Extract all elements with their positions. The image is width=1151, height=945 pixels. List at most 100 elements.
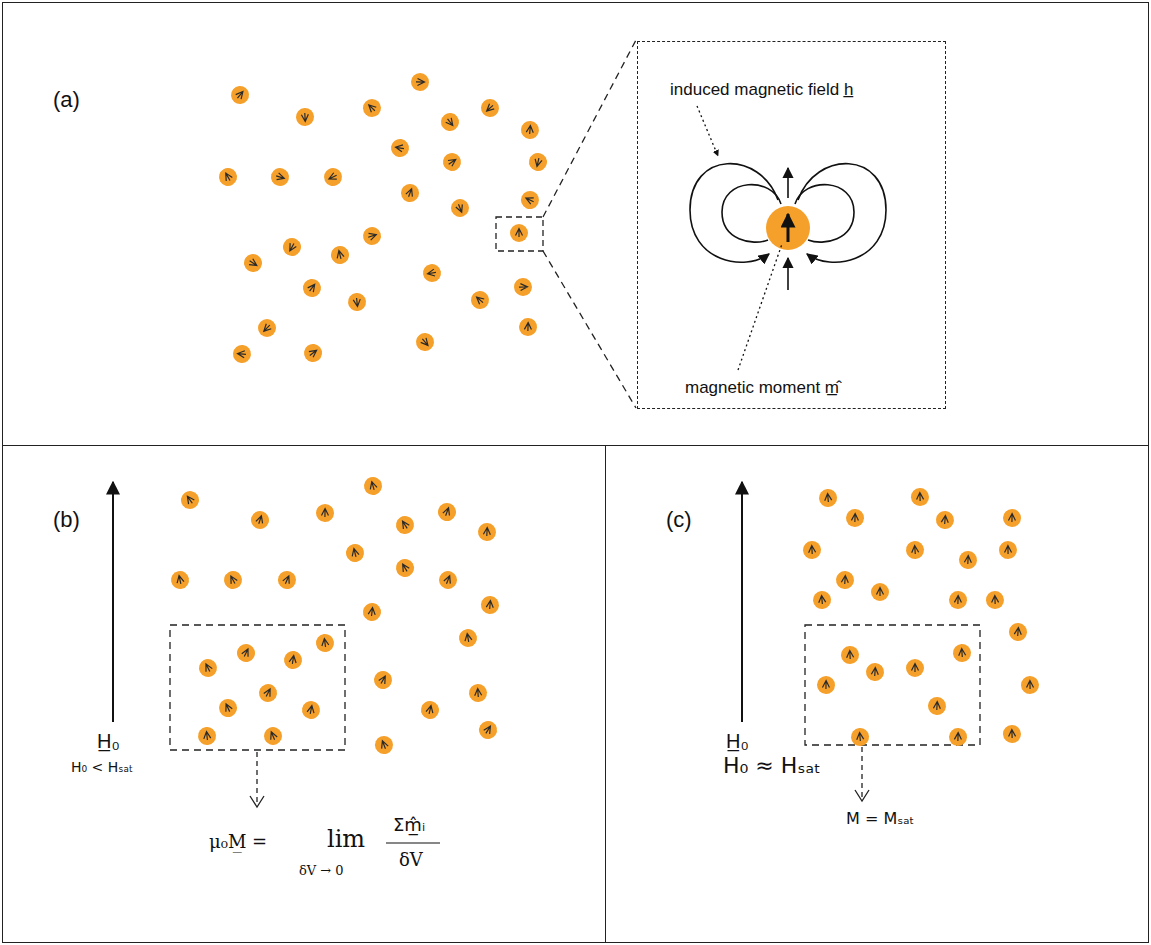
moment-chevron xyxy=(307,705,315,715)
moment-chevron xyxy=(964,555,971,564)
particle-body xyxy=(329,244,351,266)
particle-body xyxy=(436,568,459,591)
moment-chevron xyxy=(818,595,826,604)
particle-body xyxy=(520,120,540,140)
particle-body xyxy=(850,727,870,747)
moment-chevron xyxy=(282,574,292,585)
leader-line xyxy=(738,244,782,370)
particle xyxy=(905,540,924,559)
particle-body xyxy=(518,188,542,212)
moment-chevron xyxy=(1008,513,1015,522)
particle-body xyxy=(256,681,280,705)
moment-chevron xyxy=(307,282,318,293)
particle xyxy=(300,699,321,720)
particle-body xyxy=(510,224,528,242)
particle-body xyxy=(949,728,968,747)
particle xyxy=(478,523,497,542)
moment-chevron xyxy=(841,575,849,584)
moment-chevron xyxy=(275,172,285,181)
particle-body xyxy=(467,287,492,312)
particle-body xyxy=(999,541,1017,559)
particle xyxy=(1003,509,1021,527)
field-symbol: H̲₀ xyxy=(726,729,749,753)
particle xyxy=(393,513,418,538)
particle-body xyxy=(986,591,1005,610)
particle-body xyxy=(412,329,437,354)
particle xyxy=(283,650,304,671)
particle-body xyxy=(871,583,889,601)
particle xyxy=(362,602,382,622)
volume-box xyxy=(805,625,980,745)
moment-chevron xyxy=(824,493,832,502)
particle xyxy=(299,275,324,300)
particle xyxy=(458,628,479,649)
moment-chevron xyxy=(235,89,246,100)
moment-chevron xyxy=(443,575,453,586)
particle xyxy=(448,196,471,219)
particle xyxy=(321,165,345,189)
moment-chevron xyxy=(526,125,534,134)
particle xyxy=(196,656,220,680)
moment-chevron xyxy=(856,732,864,741)
particle-body xyxy=(835,570,854,589)
particle xyxy=(477,95,502,120)
particle xyxy=(249,509,272,532)
particle xyxy=(959,551,978,570)
moment-arrow xyxy=(787,214,790,242)
moment-chevron xyxy=(524,195,535,205)
panel-label: (c) xyxy=(666,507,692,533)
moment-chevron xyxy=(261,323,272,334)
particle-body xyxy=(221,568,245,592)
moment-chevron xyxy=(228,574,238,585)
moment-chevron xyxy=(255,515,264,525)
particle xyxy=(280,235,304,259)
particle-body xyxy=(905,540,924,559)
particle xyxy=(518,188,542,212)
particle-body xyxy=(527,151,549,173)
field-condition: H₀ < Hₛₐₜ xyxy=(71,759,133,776)
moment-chevron xyxy=(237,350,246,358)
particle-body xyxy=(435,500,458,523)
moment-chevron xyxy=(534,157,543,167)
particle xyxy=(865,662,884,681)
particle-body xyxy=(216,165,241,190)
moment-chevron xyxy=(524,322,531,331)
field-lines xyxy=(690,164,886,290)
particle-body xyxy=(949,591,968,610)
moment-chevron xyxy=(877,588,884,597)
moment-chevron xyxy=(912,664,919,673)
field-symbol: H̲₀ xyxy=(97,729,120,753)
moment-chevron xyxy=(941,515,949,524)
particle xyxy=(999,541,1017,559)
particle-body xyxy=(817,676,835,694)
particle xyxy=(316,504,334,522)
moment-chevron xyxy=(400,519,411,530)
moment-label: magnetic moment m̲̂ xyxy=(685,378,839,398)
particle xyxy=(952,643,971,662)
particle-body xyxy=(216,696,240,720)
particle-body xyxy=(818,488,838,508)
particle xyxy=(234,641,258,665)
particle xyxy=(435,500,458,523)
particle xyxy=(419,699,441,721)
moment-chevron xyxy=(1026,680,1033,689)
moment-chevron xyxy=(991,595,998,604)
particle xyxy=(906,659,924,677)
moment-chevron xyxy=(327,172,338,182)
moment-chevron xyxy=(954,595,961,604)
moment-chevron xyxy=(420,337,431,348)
particle xyxy=(256,681,280,705)
particle-body xyxy=(841,646,860,665)
particle xyxy=(935,510,955,530)
particle-body xyxy=(422,263,443,284)
dashed-arrow-head xyxy=(250,796,264,807)
particle-body xyxy=(241,251,266,276)
particle xyxy=(519,318,538,337)
particle xyxy=(440,150,465,175)
moment-chevron xyxy=(416,78,425,85)
particle-large xyxy=(766,206,810,250)
particle xyxy=(467,287,492,312)
particle-body xyxy=(812,590,832,610)
particle-body xyxy=(299,275,324,300)
particle-body xyxy=(249,509,272,532)
